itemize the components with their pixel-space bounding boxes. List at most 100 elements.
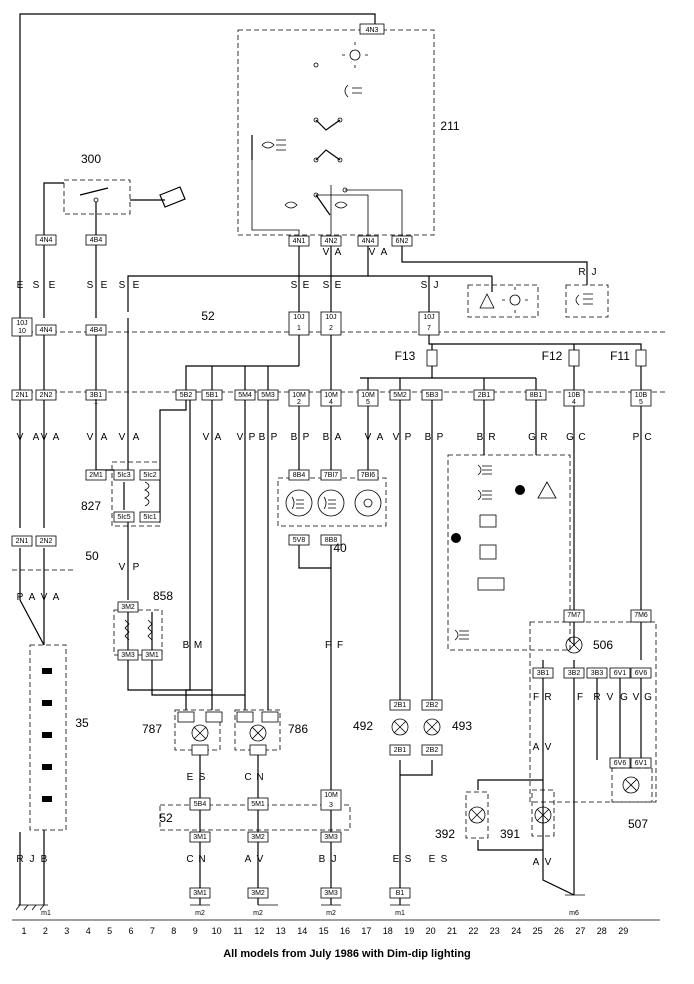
wire-colour-label: B bbox=[319, 854, 326, 865]
connector-label: 5B4 bbox=[194, 801, 207, 808]
wire-colour-label: V bbox=[545, 857, 552, 868]
grid-number: 28 bbox=[597, 926, 607, 936]
component-label: 52 bbox=[159, 811, 173, 825]
component-label: 35 bbox=[75, 716, 89, 730]
wire-colour-label: A bbox=[53, 432, 60, 443]
grid-number: 1 bbox=[21, 926, 26, 936]
wire-colour-label: V bbox=[257, 854, 264, 865]
wire-colour-label: R bbox=[488, 432, 495, 443]
connector-boxes bbox=[11, 23, 652, 899]
wire-colour-label: V bbox=[87, 432, 94, 443]
wire-colour-label: V bbox=[545, 742, 552, 753]
wire-colour-label: V bbox=[41, 592, 48, 603]
grid-number: 10 bbox=[212, 926, 222, 936]
connector-label: 7M7 bbox=[567, 612, 581, 619]
connector-label: 5B3 bbox=[426, 392, 439, 399]
grid-number: 9 bbox=[193, 926, 198, 936]
connector-label: 5Ic1 bbox=[143, 514, 156, 521]
grid-number: 16 bbox=[340, 926, 350, 936]
component-label: 786 bbox=[288, 722, 308, 736]
boundaries bbox=[12, 29, 666, 839]
component-label: 506 bbox=[593, 638, 613, 652]
wire-colour-label: N bbox=[256, 772, 263, 783]
connector-label: 3 bbox=[329, 802, 333, 809]
main-beam-icon bbox=[261, 139, 286, 151]
dipped-icon bbox=[344, 84, 362, 98]
wire-colour-label: A bbox=[533, 857, 540, 868]
wire-colour-label: V bbox=[607, 692, 614, 703]
wire-colour-label: V bbox=[633, 692, 640, 703]
wire-colour-label: M bbox=[194, 640, 202, 651]
ground-label: m2 bbox=[326, 910, 336, 917]
connector-label: 2B1 bbox=[394, 747, 407, 754]
connector-label: 4N4 bbox=[40, 237, 53, 244]
grid-number: 6 bbox=[128, 926, 133, 936]
component-label: 211 bbox=[440, 119, 459, 133]
connector-label: 7 bbox=[427, 325, 431, 332]
component-label: 392 bbox=[435, 827, 455, 841]
connector-label: 4N2 bbox=[325, 238, 338, 245]
wire-colour-label: V bbox=[393, 432, 400, 443]
grid-number: 11 bbox=[233, 926, 242, 936]
wire-colour-label: A bbox=[215, 432, 222, 443]
wire-colour-label: A bbox=[381, 247, 388, 258]
connector-label: 3B3 bbox=[591, 670, 604, 677]
wire-colour-label: B bbox=[291, 432, 298, 443]
grid-number: 20 bbox=[426, 926, 436, 936]
wire-colour-label: P bbox=[249, 432, 256, 443]
wire-colour-label: V bbox=[17, 432, 24, 443]
wire-colour-label: R bbox=[593, 692, 600, 703]
grid-number: 7 bbox=[150, 926, 155, 936]
connector-label: 3M3 bbox=[121, 652, 135, 659]
ground-label: m6 bbox=[569, 910, 579, 917]
connector-label: 10J bbox=[293, 314, 304, 321]
grid-number: 15 bbox=[319, 926, 329, 936]
lamp-507-icon bbox=[611, 767, 653, 803]
wire-colour-label: E bbox=[49, 280, 56, 291]
wire-colour-label: R bbox=[544, 692, 551, 703]
connector-label: 2N2 bbox=[40, 392, 53, 399]
connector-label: 1 bbox=[297, 325, 301, 332]
connector-label: 3M2 bbox=[251, 834, 265, 841]
wire-colour-label: A bbox=[53, 592, 60, 603]
wire-colour-label: J bbox=[30, 854, 35, 865]
grid-number: 12 bbox=[254, 926, 264, 936]
wire-colour-label: G bbox=[528, 432, 536, 443]
connector-label: 3M1 bbox=[193, 834, 207, 841]
wire-colour-label: A bbox=[133, 432, 140, 443]
connector-label: 2N1 bbox=[16, 538, 29, 545]
connector-label: 2N2 bbox=[40, 538, 53, 545]
component-label: 787 bbox=[142, 722, 162, 736]
ground-label: m1 bbox=[41, 910, 51, 917]
wire-colour-label: P bbox=[437, 432, 444, 443]
wire-colour-label: V bbox=[365, 432, 372, 443]
wire-colour-label: V bbox=[119, 432, 126, 443]
connector-label: 7BI7 bbox=[324, 472, 339, 479]
sidelight-icon bbox=[349, 49, 361, 61]
wire-colour-label: R bbox=[16, 854, 23, 865]
grid-number: 5 bbox=[107, 926, 112, 936]
connector-label: 4N4 bbox=[40, 327, 53, 334]
lamp-493-icon bbox=[423, 718, 441, 736]
wire-colour-label: A bbox=[533, 742, 540, 753]
wire-colour-label: E bbox=[17, 280, 24, 291]
ground-label: m2 bbox=[195, 910, 205, 917]
lamp-506-icon bbox=[565, 636, 583, 654]
connector-label: 4 bbox=[572, 399, 576, 406]
connector-label: 10B bbox=[635, 392, 648, 399]
grid-number: 17 bbox=[361, 926, 371, 936]
connector-label: 5 bbox=[639, 399, 643, 406]
connector-label: 4B4 bbox=[90, 327, 103, 334]
component-label: 300 bbox=[81, 152, 101, 166]
connector-label: 2M1 bbox=[89, 472, 103, 479]
wire-colour-label: J bbox=[332, 854, 337, 865]
connector-label: 10J bbox=[423, 314, 434, 321]
wire-colour-label: B bbox=[183, 640, 190, 651]
wire-colour-label: B bbox=[41, 854, 48, 865]
wire-colour-label: P bbox=[633, 432, 640, 443]
wire-colour-label: B bbox=[477, 432, 484, 443]
connector-label: 2N1 bbox=[16, 392, 29, 399]
component-label: 858 bbox=[153, 589, 173, 603]
wire-colour-label: N bbox=[198, 854, 205, 865]
